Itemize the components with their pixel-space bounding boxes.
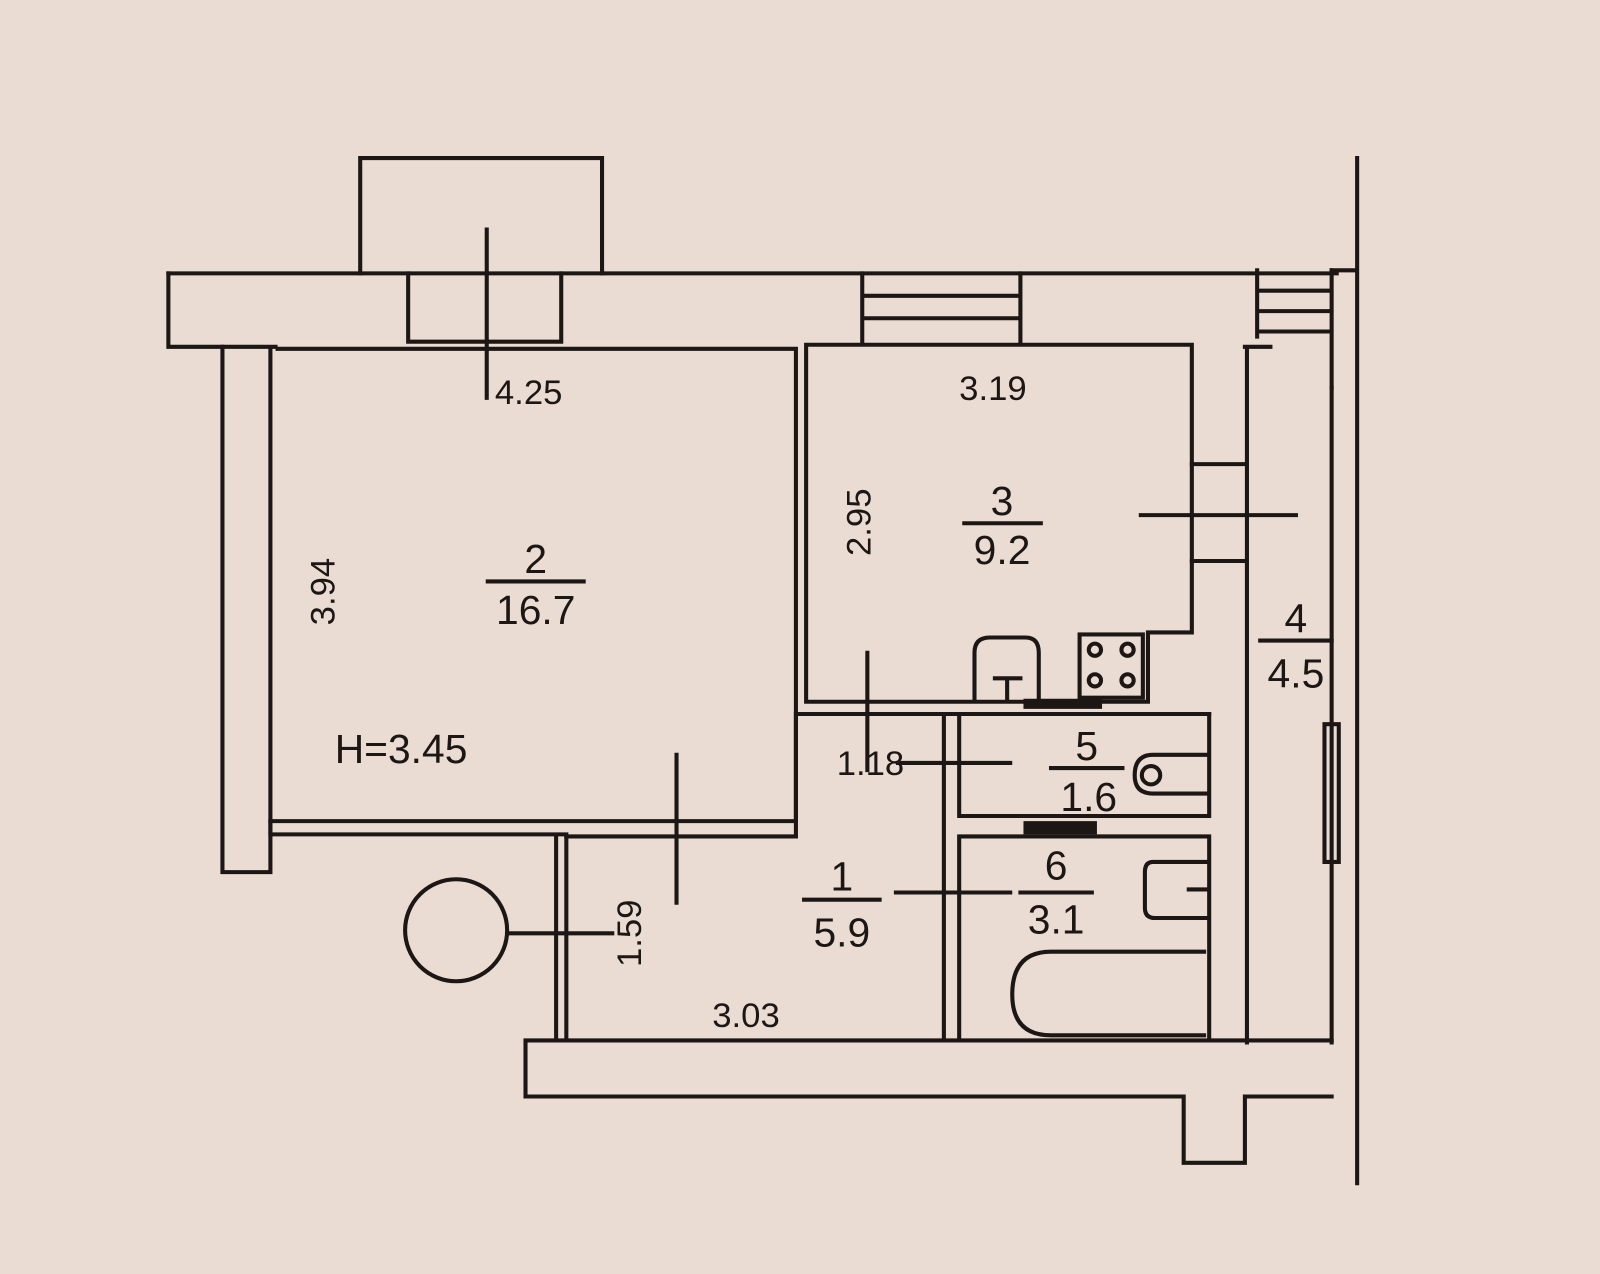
washbasin-icon — [1142, 859, 1210, 921]
dim-room3-depth: 2.95 — [840, 489, 878, 556]
column-marker — [403, 877, 510, 984]
room-6-outline — [957, 834, 1212, 1043]
room-1-number: 1 — [830, 853, 853, 899]
dim-room2-depth: 3.94 — [305, 558, 343, 625]
walls — [166, 156, 1360, 1186]
room-4-outline — [1242, 344, 1334, 1045]
sink-icon — [972, 635, 1041, 701]
dim-passage: 1.18 — [837, 745, 904, 783]
room-2-number: 2 — [524, 536, 547, 582]
balcony — [358, 156, 605, 276]
window — [1255, 268, 1334, 390]
stove-icon — [1077, 632, 1145, 700]
room-3-number: 3 — [991, 478, 1014, 524]
fixtures — [403, 227, 1298, 1038]
room-4-number: 4 — [1285, 595, 1308, 641]
dim-room2-width: 4.25 — [495, 374, 562, 412]
labels: 4.25 3.19 3.94 2.95 1.59 3.03 1.18 H=3.4… — [305, 370, 1334, 1035]
room-3-area: 9.2 — [974, 527, 1031, 573]
room-1-outline — [564, 711, 946, 1043]
room-6-number: 6 — [1045, 842, 1068, 888]
toilet-bowl-icon — [1139, 763, 1163, 787]
window — [860, 271, 1023, 344]
bathtub-icon — [1010, 949, 1207, 1038]
dim-room3-width: 3.19 — [959, 370, 1026, 408]
room-2-outline — [271, 346, 798, 824]
ceiling-height: H=3.45 — [335, 726, 468, 772]
room-1-area: 5.9 — [813, 910, 870, 956]
dim-room1-width: 3.03 — [712, 997, 779, 1035]
room-3-outline — [804, 342, 1194, 704]
toilet-icon — [1132, 752, 1210, 796]
room-5-area: 1.6 — [1060, 774, 1117, 820]
room-6-area: 3.1 — [1028, 896, 1085, 942]
room-4-area: 4.5 — [1268, 650, 1325, 696]
room-2-area: 16.7 — [496, 587, 575, 633]
dim-room1-depth: 1.59 — [611, 900, 649, 967]
room-5-number: 5 — [1075, 723, 1098, 769]
